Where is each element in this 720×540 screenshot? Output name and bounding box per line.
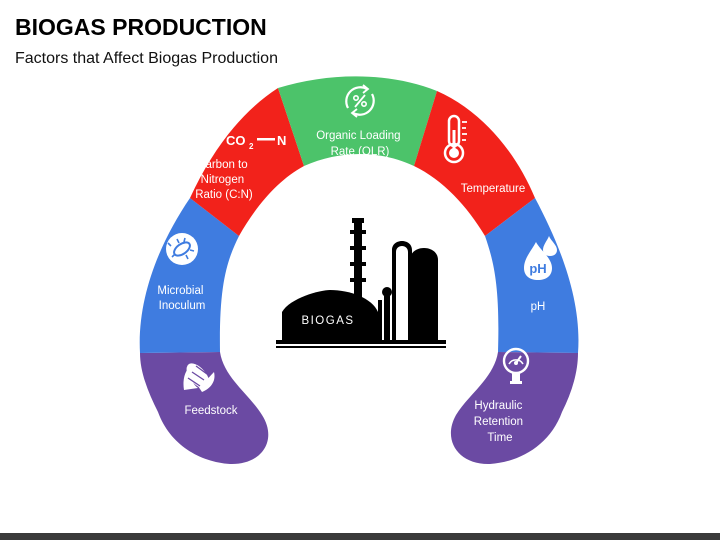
label-hrt: Hydraulic Retention Time bbox=[474, 400, 526, 444]
label-cn-ratio: Carbon to Nitrogen Ratio (C:N) bbox=[195, 159, 253, 201]
segment-hrt bbox=[450, 352, 578, 465]
label-temperature: Temperature bbox=[461, 183, 526, 195]
label-feedstock: Feedstock bbox=[184, 405, 237, 417]
percent-refresh-icon bbox=[345, 84, 375, 118]
segment-cn-ratio bbox=[190, 88, 304, 236]
label-olr: Organic Loading Rate (OLR) bbox=[316, 130, 404, 158]
label-microbial-inoculum: Microbial Inoculum bbox=[157, 285, 206, 312]
center-label: BIOGAS bbox=[301, 315, 354, 327]
label-ph: pH bbox=[531, 301, 546, 313]
segment-olr bbox=[278, 76, 437, 166]
co2-subscript: 2 bbox=[249, 142, 254, 151]
segment-microbial-inoculum bbox=[139, 198, 239, 353]
ph-icon-text: pH bbox=[529, 261, 546, 276]
segment-temperature bbox=[414, 91, 535, 236]
microbe-icon bbox=[166, 233, 198, 265]
droplets-ph-icon: pH bbox=[524, 236, 557, 280]
nitrogen-text: N bbox=[277, 133, 286, 148]
slide-title: BIOGAS PRODUCTION bbox=[15, 14, 267, 40]
co2-n-icon: CO 2 N bbox=[226, 133, 286, 151]
gauge-icon bbox=[502, 347, 530, 384]
thermometer-icon bbox=[443, 114, 467, 164]
slide-subtitle: Factors that Affect Biogas Production bbox=[15, 50, 278, 67]
biogas-plant-icon bbox=[276, 218, 446, 348]
segment-feedstock bbox=[140, 352, 269, 465]
bottom-bar bbox=[0, 533, 720, 540]
segment-labels: Feedstock Microbial Inoculum Carbon to N… bbox=[157, 130, 545, 444]
corn-icon bbox=[183, 363, 215, 392]
co2-text: CO bbox=[226, 133, 246, 148]
